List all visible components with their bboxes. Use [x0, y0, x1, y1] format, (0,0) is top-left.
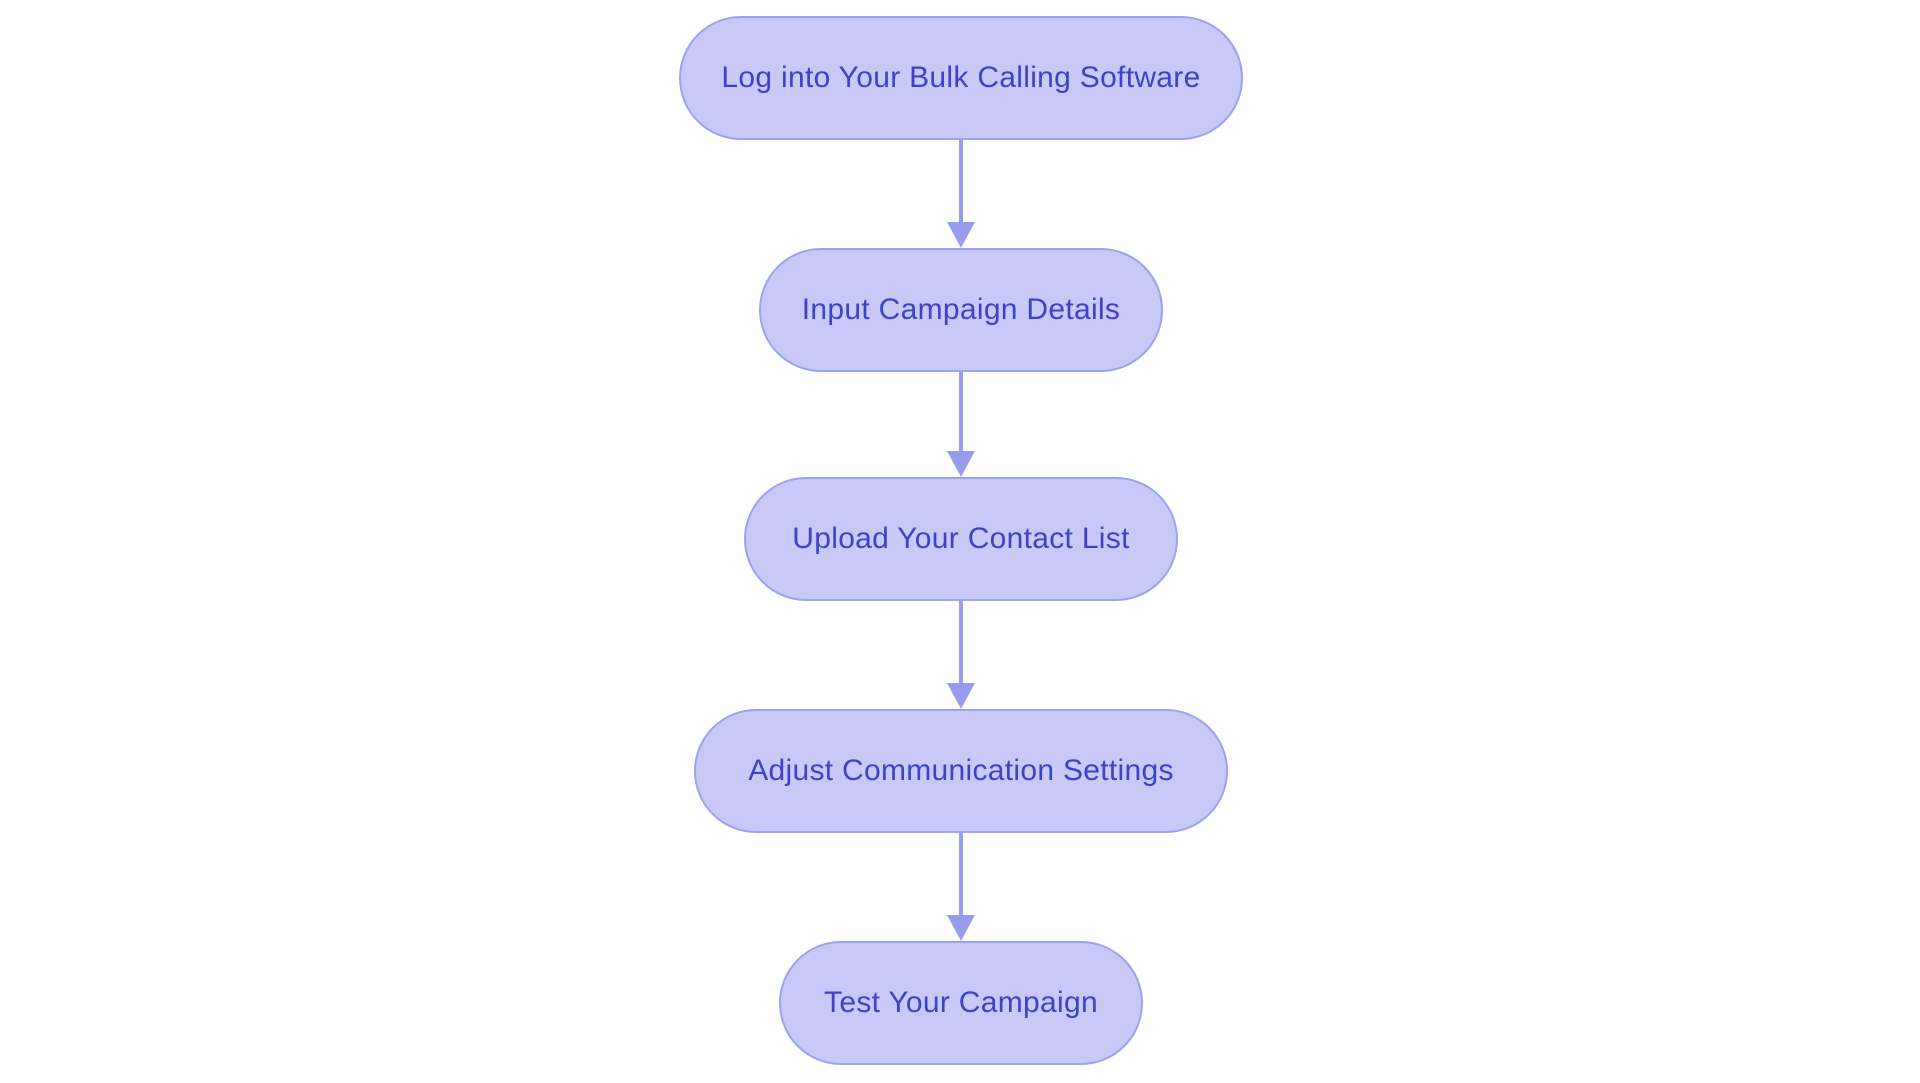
arrowhead-down-icon — [947, 915, 975, 941]
flow-node-label: Input Campaign Details — [801, 293, 1121, 326]
flow-arrow-campaign-details-to-upload — [947, 372, 975, 477]
flow-arrow-settings-to-test — [947, 833, 975, 941]
flow-node-upload-contact-list: Upload Your Contact List — [744, 477, 1178, 601]
arrowhead-down-icon — [947, 451, 975, 477]
flow-node-label: Upload Your Contact List — [792, 522, 1130, 555]
flow-node-login: Log into Your Bulk Calling Software — [679, 16, 1243, 140]
flow-node-campaign-details: Input Campaign Details — [759, 248, 1163, 372]
arrowhead-down-icon — [947, 222, 975, 248]
flow-node-communication-settings: Adjust Communication Settings — [694, 709, 1228, 833]
arrow-line — [959, 601, 963, 683]
arrowhead-down-icon — [947, 683, 975, 709]
flow-node-test-campaign: Test Your Campaign — [779, 941, 1143, 1065]
flow-arrow-upload-to-settings — [947, 601, 975, 709]
flow-node-label: Log into Your Bulk Calling Software — [721, 61, 1201, 94]
arrow-line — [959, 833, 963, 915]
arrow-line — [959, 372, 963, 451]
flow-arrow-login-to-campaign-details — [947, 140, 975, 248]
arrow-line — [959, 140, 963, 222]
flow-node-label: Test Your Campaign — [824, 986, 1098, 1019]
flow-node-label: Adjust Communication Settings — [748, 754, 1174, 787]
